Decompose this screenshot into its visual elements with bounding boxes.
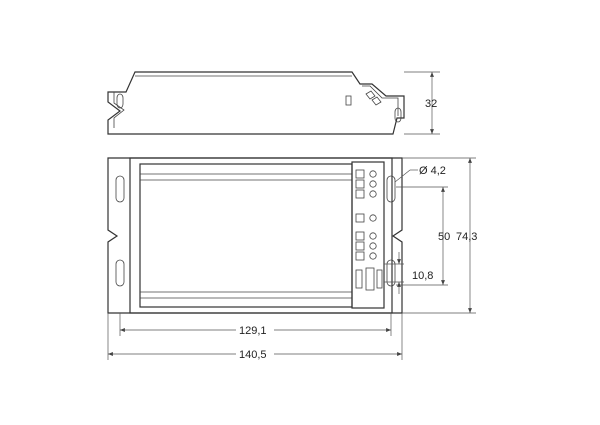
side-view-left-bracket <box>113 92 125 128</box>
dim-label-overall-height: 74,3 <box>456 231 477 243</box>
leader-hole-diameter <box>394 169 411 183</box>
housing-cover <box>139 163 353 308</box>
mounting-slot-right-top <box>386 175 396 203</box>
side-view-slot <box>116 93 124 109</box>
dim-label-hole-diameter: Ø 4,2 <box>419 165 446 177</box>
housing-body <box>129 157 393 314</box>
dim-label-hole-distance: 129,1 <box>239 325 267 337</box>
mounting-slot-left-bottom <box>115 259 125 287</box>
terminal-group-lower <box>355 231 377 261</box>
side-view-notch <box>345 95 352 106</box>
side-view: 32 <box>107 71 440 135</box>
top-view-outline <box>107 157 403 314</box>
terminal-group-bottom <box>355 267 383 291</box>
side-view-outline <box>107 71 405 135</box>
side-view-terminal-screws <box>365 90 382 106</box>
top-view: Ø 4,2 50 74,3 10,8 129,1 140,5 <box>107 157 477 361</box>
side-view-right-slot <box>394 107 402 123</box>
side-view-terminal-edge <box>362 85 399 116</box>
dim-label-hole-spacing: 50 <box>438 231 450 243</box>
mounting-slot-left-top <box>115 175 125 203</box>
dim-label-overall-length: 140,5 <box>239 349 267 361</box>
terminal-group-upper <box>355 169 377 199</box>
dim-label-terminal-pitch: 10,8 <box>412 270 433 282</box>
terminal-block <box>351 161 385 309</box>
terminal-group-middle <box>355 213 377 223</box>
dim-label-side-height: 32 <box>425 98 437 110</box>
